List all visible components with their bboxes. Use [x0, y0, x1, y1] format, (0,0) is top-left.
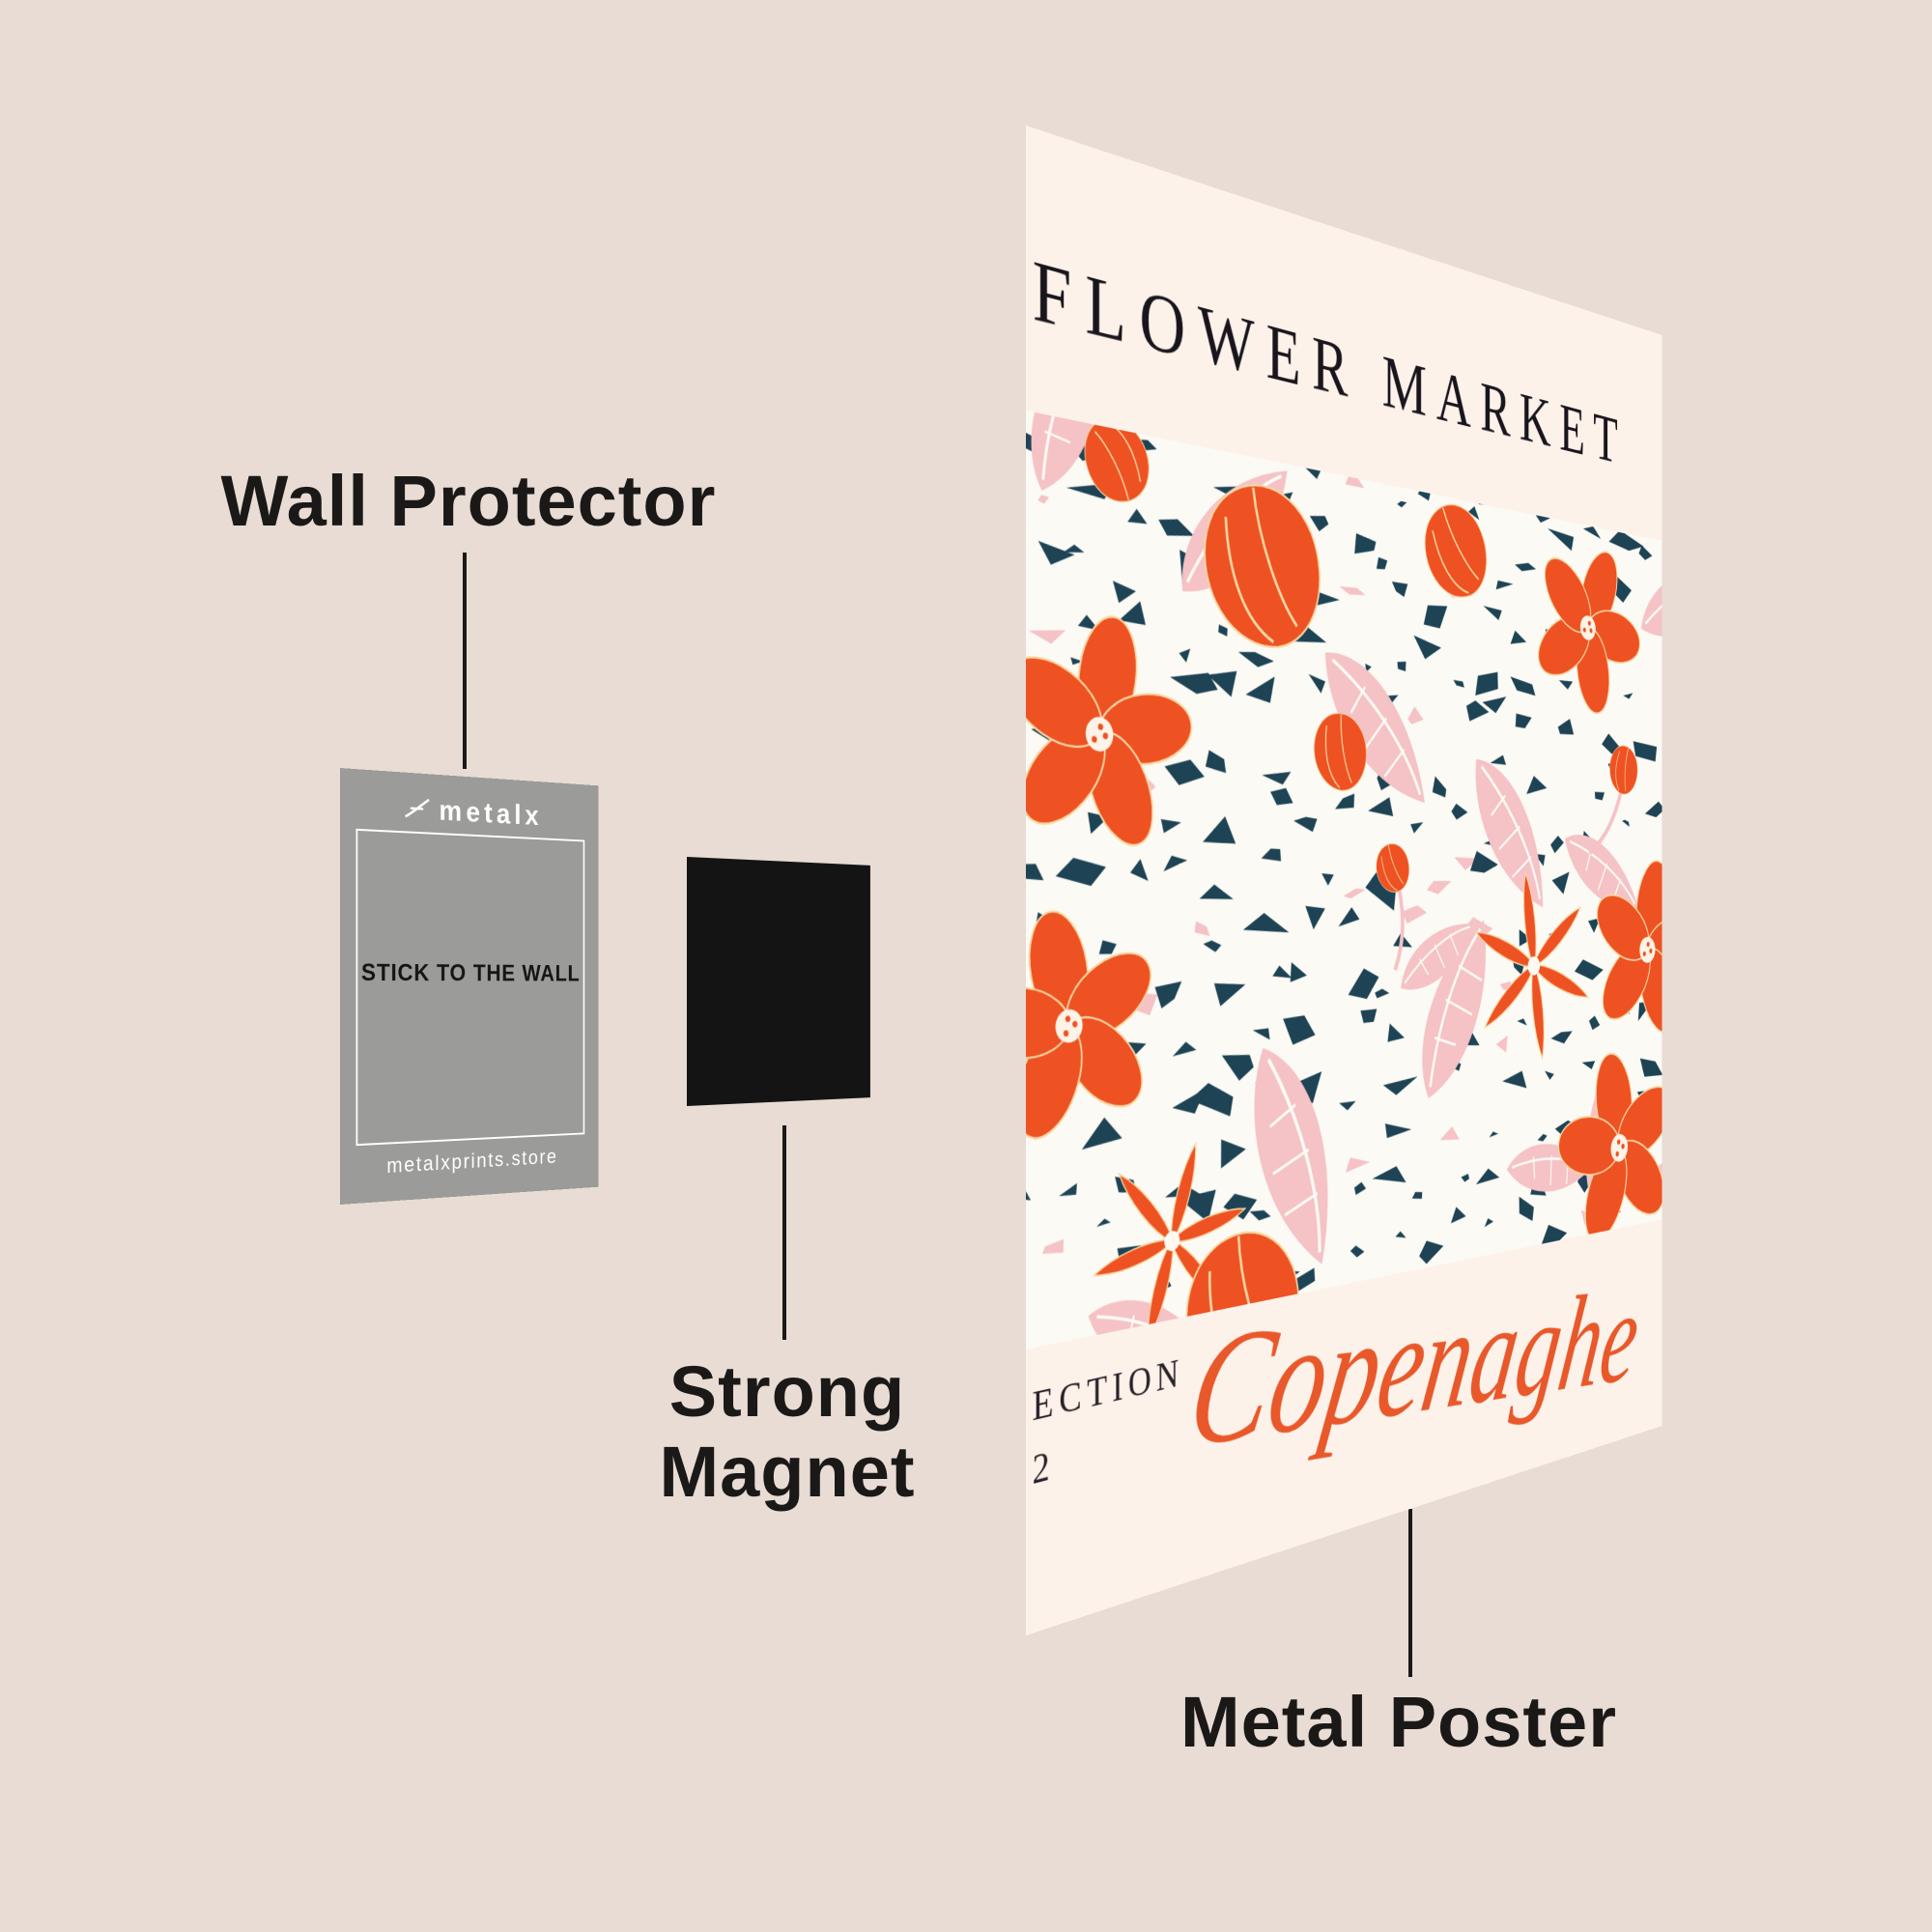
label-strong-magnet: Strong Magnet: [659, 1351, 916, 1512]
card-website: metalxprints.store: [386, 1144, 558, 1179]
label-metal-poster: Metal Poster: [1179, 1682, 1618, 1762]
metal-poster: FLOWER MARKET: [1026, 126, 1662, 1635]
pointer-line-metal-poster: [1408, 1509, 1412, 1677]
card-inner-border: [355, 828, 585, 1147]
brand-name: metalx: [439, 793, 543, 832]
floral-pattern-artwork: [1026, 411, 1662, 1350]
card-sticker-text: STICK TO THE WALL: [360, 959, 581, 986]
label-wall-protector: Wall Protector: [220, 461, 717, 541]
pointer-line-strong-magnet: [782, 1125, 786, 1340]
strong-magnet-square: [687, 857, 870, 1106]
metalx-flag-icon: [404, 796, 431, 822]
poster-collection-number: 2: [1032, 1441, 1050, 1494]
poster-collection-text: ECTION: [1032, 1350, 1184, 1431]
pointer-line-wall-protector: [463, 553, 467, 769]
metalx-logo: metalx: [340, 787, 598, 836]
wall-protector-card: metalx STICK TO THE WALL metalxprints.st…: [340, 768, 599, 1205]
